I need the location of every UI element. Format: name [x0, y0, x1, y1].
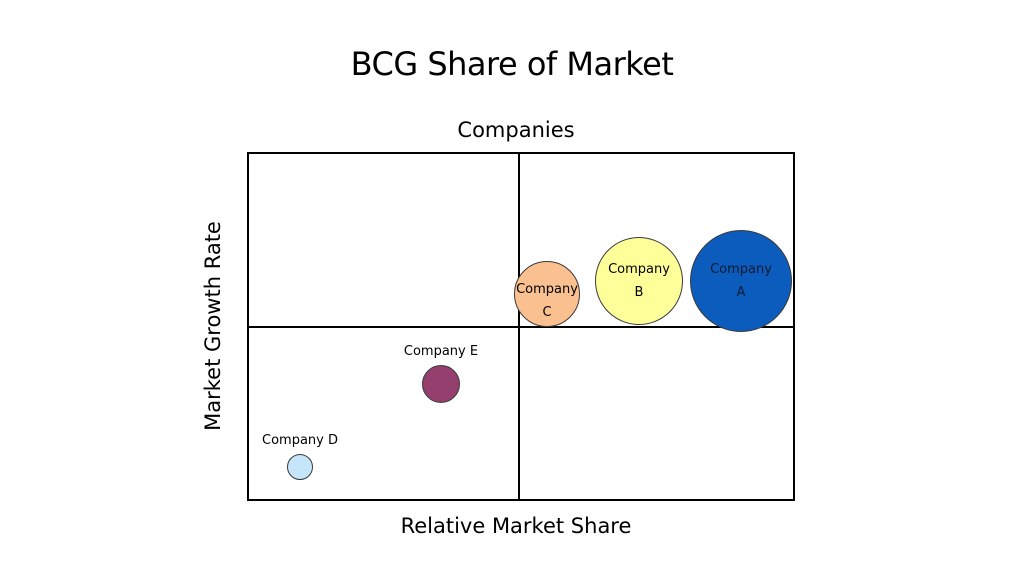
company-d-bubble	[287, 454, 313, 480]
company-a-label: Company A	[710, 262, 772, 300]
company-d-label: Company D	[262, 433, 338, 448]
company-c-bubble: Company C	[514, 261, 580, 327]
chart-subtitle: Companies	[457, 118, 575, 142]
company-b-label: Company B	[608, 262, 670, 300]
x-axis-label: Relative Market Share	[400, 514, 632, 538]
company-a-bubble: Company A	[690, 230, 792, 332]
plot-area	[247, 152, 795, 501]
company-e-label: Company E	[403, 344, 479, 359]
company-e-bubble	[422, 365, 460, 403]
horizontal-quadrant-divider	[249, 326, 793, 328]
company-c-label: Company C	[516, 282, 578, 320]
chart-title: BCG Share of Market	[350, 45, 674, 83]
y-axis-label: Market Growth Rate	[201, 221, 225, 431]
company-b-bubble: Company B	[595, 237, 683, 325]
